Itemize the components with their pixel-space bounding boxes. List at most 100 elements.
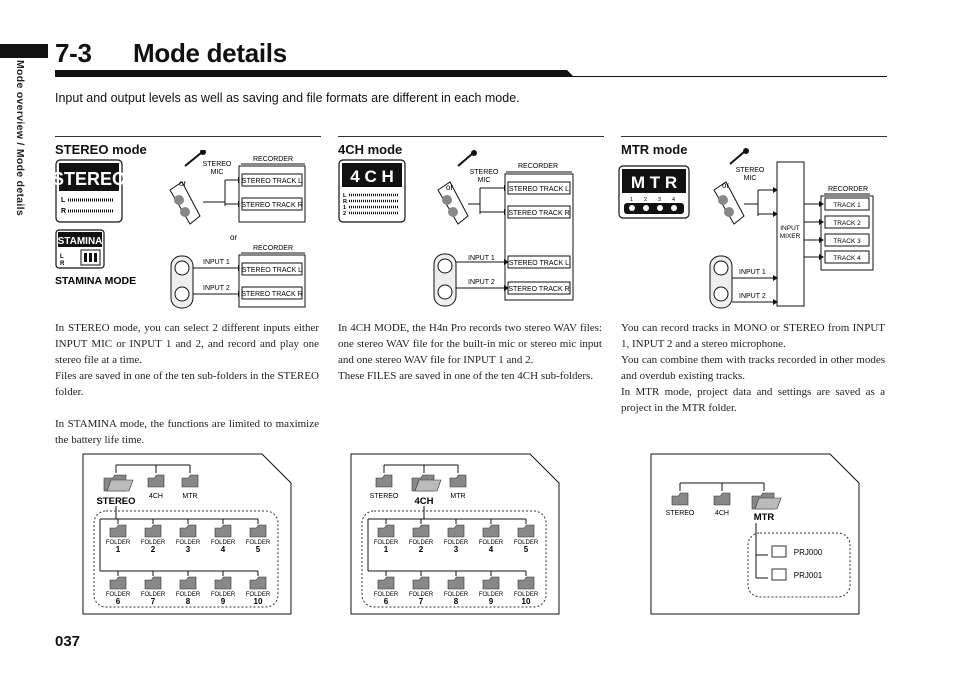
recorder-label: RECORDER [253,245,293,252]
folder-icon [249,576,267,590]
recorder-label: RECORDER [518,163,558,170]
divider [55,136,321,137]
folder-icon [214,524,232,538]
folder-icon [179,576,197,590]
section-title: Mode details [133,38,287,68]
sub-folder-number: 9 [221,597,226,606]
sub-folder-label: FOLDER [246,592,271,598]
sub-folder-number: 8 [186,597,191,606]
top-folder-label: STEREO [96,496,135,507]
sub-folder-number: 5 [524,545,529,554]
svg-text:2: 2 [343,211,346,217]
sub-folder-number: 10 [522,597,531,606]
folder-icon [144,576,162,590]
folder-icon [482,576,500,590]
folder-icon [713,492,731,506]
folder-icon [375,474,393,488]
folder-icon [411,474,442,492]
mtr-description: You can record tracks in MONO or STEREO … [621,320,885,416]
folder-icon [671,492,689,506]
folder-icon [109,576,127,590]
stereo-track-r: STEREO TRACK R [241,291,302,298]
stereo-track-r: STEREO TRACK R [508,286,569,293]
sub-folder-label: FOLDER [374,592,399,598]
sub-folder-label: FOLDER [514,540,539,546]
track-3: TRACK 3 [833,238,861,245]
top-folder-label: MTR [182,493,197,500]
stereo-track-l: STEREO TRACK L [242,267,302,274]
fourch-paragraph-1: In 4CH MODE, the H4n Pro records two ste… [338,322,602,366]
svg-text:R: R [60,261,65,267]
sub-folder-number: 2 [419,545,424,554]
stereo-mic-icon [169,150,206,225]
folder-icon [412,524,430,538]
svg-text:R: R [61,208,66,215]
sub-folder-number: 3 [186,545,191,554]
folder-icon [447,576,465,590]
mtr-paragraph-2: You can combine them with tracks recorde… [621,354,885,382]
stamina-logo-text: STAMINA [58,236,103,247]
divider [621,136,887,137]
sub-folder-number: 1 [384,545,389,554]
fourch-section: 4CH mode [338,136,604,157]
mtr-paragraph-3: In MTR mode, project data and settings a… [621,386,885,414]
stereo-paragraph-1: In STEREO mode, you can select 2 differe… [55,322,319,366]
top-folder-label: 4CH [149,493,163,500]
stereo-logo-text: STEREO [55,169,126,189]
sub-folder-number: 8 [454,597,459,606]
input1-label: INPUT 1 [468,255,495,262]
stamina-logo-display: STAMINA L R [55,229,105,269]
sub-folder-label: FOLDER [141,592,166,598]
sub-folder-number: 6 [384,597,389,606]
svg-text:4: 4 [672,197,675,203]
intro-text: Input and output levels as well as savin… [55,91,520,105]
stereo-mic-icon [437,150,477,225]
sub-folder-label: FOLDER [409,540,434,546]
or-label: or [446,183,453,192]
sub-folder-number: 2 [151,545,156,554]
svg-text:3: 3 [658,197,661,203]
track-1: TRACK 1 [833,202,861,209]
stereo-track-l: STEREO TRACK L [509,186,569,193]
project-folder-label: PRJ000 [794,548,823,557]
top-folder-label: STEREO [370,493,399,500]
sub-folder-label: FOLDER [106,540,131,546]
sub-folder-label: FOLDER [106,592,131,598]
stereo-paragraph-2: Files are saved in one of the ten sub-fo… [55,370,319,398]
recorder-label: RECORDER [253,156,293,163]
side-tab-marker [0,44,48,58]
fourch-description: In 4CH MODE, the H4n Pro records two ste… [338,320,602,384]
divider [338,136,604,137]
folder-icon [377,524,395,538]
input2-label: INPUT 2 [739,293,766,300]
top-folder-label: MTR [754,512,775,523]
folder-icon [214,576,232,590]
input2-label: INPUT 2 [203,285,230,292]
stereo-section: STEREO mode [55,136,321,157]
fourch-logo-display: 4 C H LR 12 [338,159,406,223]
sub-folder-number: 4 [221,545,226,554]
folder-icon [447,524,465,538]
sub-folder-label: FOLDER [211,540,236,546]
svg-text:1: 1 [630,197,633,203]
folder-icon [412,576,430,590]
svg-text:L: L [60,254,64,260]
title-underline [55,70,887,78]
sub-folder-number: 10 [254,597,263,606]
sub-folder-label: FOLDER [246,540,271,546]
folder-icon [144,524,162,538]
stereo-track-l: STEREO TRACK L [509,260,569,267]
top-folder-label: 4CH [715,510,729,517]
mtr-heading: MTR mode [621,142,688,157]
sub-folder-number: 3 [454,545,459,554]
sub-folder-label: FOLDER [514,592,539,598]
input1-label: INPUT 1 [739,269,766,276]
svg-text:1: 1 [343,205,346,211]
